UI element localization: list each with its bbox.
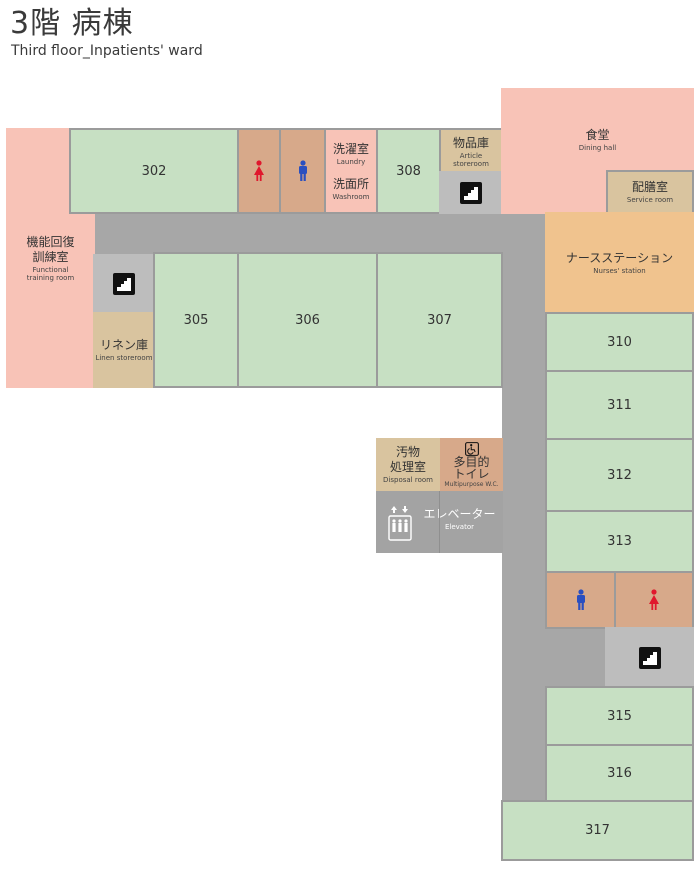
elevator-jp: エレベーター — [423, 507, 496, 521]
room-317[interactable]: 317 — [501, 800, 694, 861]
male-icon — [298, 160, 307, 181]
wheelchair-icon — [464, 442, 479, 456]
room-305-label: 305 — [183, 312, 209, 328]
male-restroom-north[interactable] — [279, 128, 326, 214]
room-313-label: 313 — [607, 534, 632, 549]
disposal-jp-1: 汚物 — [395, 445, 420, 459]
stairs-north[interactable] — [439, 171, 503, 214]
laundry-en: Laundry — [336, 157, 366, 166]
room-316-label: 316 — [607, 765, 632, 781]
training-en-2: training room — [26, 273, 75, 282]
stairs-west[interactable] — [93, 254, 155, 314]
multipurpose-wc[interactable]: 多目的 トイレ Multipurpose W.C. — [440, 438, 503, 491]
dining-en: Dining hall — [578, 144, 617, 152]
elevator-icon — [388, 505, 412, 541]
service-jp: 配膳室 — [631, 180, 668, 194]
stairs-icon — [460, 181, 482, 204]
female-restroom-north[interactable] — [237, 128, 281, 214]
room-310-label: 310 — [607, 334, 632, 350]
training-en-1: Functional — [32, 265, 69, 274]
room-308[interactable]: 308 — [376, 128, 441, 214]
laundry-washroom[interactable]: 洗濯室 Laundry 洗面所 Washroom — [324, 128, 378, 214]
room-307[interactable]: 307 — [376, 252, 503, 388]
room-302-label: 302 — [141, 163, 167, 179]
female-icon — [649, 589, 659, 610]
corridor-vertical — [502, 212, 547, 802]
laundry-jp: 洗濯室 — [332, 141, 369, 156]
page-title: 3階 病棟 — [10, 6, 134, 41]
room-310[interactable]: 310 — [545, 312, 694, 372]
room-315[interactable]: 315 — [545, 686, 694, 746]
article-en: Article storeroom — [453, 151, 489, 168]
female-restroom-east[interactable] — [614, 571, 694, 629]
stairs-east[interactable] — [605, 627, 694, 688]
disposal-jp-2: 処理室 — [389, 460, 426, 474]
elevator-en: Elevator — [444, 523, 474, 531]
washroom-en: Washroom — [332, 192, 370, 201]
training-jp-1: 機能回復 — [26, 234, 75, 249]
female-icon — [254, 160, 264, 181]
multipurpose-jp-2: トイレ — [453, 467, 490, 481]
linen-storeroom[interactable]: リネン庫 Linen storeroom — [93, 312, 155, 388]
room-311[interactable]: 311 — [545, 370, 694, 440]
room-317-label: 317 — [585, 823, 610, 838]
corridor-stair-east — [547, 628, 607, 688]
multipurpose-jp-1: 多目的 — [453, 455, 490, 469]
disposal-en: Disposal room — [383, 476, 433, 484]
room-315-label: 315 — [607, 708, 632, 724]
page-subtitle: Third floor_Inpatients' ward — [11, 43, 203, 59]
elevator-divider — [439, 491, 440, 553]
room-308-label: 308 — [396, 163, 421, 179]
training-jp-2: 訓練室 — [32, 249, 69, 264]
corridor-horizontal — [93, 212, 547, 254]
room-307-label: 307 — [427, 312, 452, 328]
article-storeroom[interactable]: 物品庫 Article storeroom — [439, 128, 503, 173]
stairs-icon — [113, 273, 135, 295]
nurses-jp: ナースステーション — [565, 251, 674, 265]
room-302[interactable]: 302 — [69, 128, 239, 214]
stairs-icon — [638, 646, 661, 669]
washroom-jp: 洗面所 — [332, 176, 369, 191]
linen-en: Linen storeroom — [95, 354, 153, 362]
room-312-label: 312 — [607, 467, 632, 483]
room-305[interactable]: 305 — [153, 252, 239, 388]
room-312[interactable]: 312 — [545, 438, 694, 512]
service-en: Service room — [626, 196, 674, 204]
room-306-label: 306 — [295, 312, 320, 328]
male-restroom-east[interactable] — [545, 571, 616, 629]
room-313[interactable]: 313 — [545, 510, 694, 573]
room-306[interactable]: 306 — [237, 252, 378, 388]
disposal-room[interactable]: 汚物 処理室 Disposal room — [376, 438, 440, 491]
room-316[interactable]: 316 — [545, 744, 694, 802]
multipurpose-en: Multipurpose W.C. — [444, 481, 499, 488]
male-icon — [576, 589, 585, 610]
article-jp: 物品庫 — [452, 135, 489, 150]
dining-jp: 食堂 — [585, 128, 610, 142]
nurses-en: Nurses' station — [593, 267, 646, 275]
service-room[interactable]: 配膳室 Service room — [606, 170, 694, 214]
linen-jp: リネン庫 — [99, 338, 148, 352]
room-311-label: 311 — [607, 397, 632, 413]
nurses-station[interactable]: ナースステーション Nurses' station — [545, 212, 694, 314]
